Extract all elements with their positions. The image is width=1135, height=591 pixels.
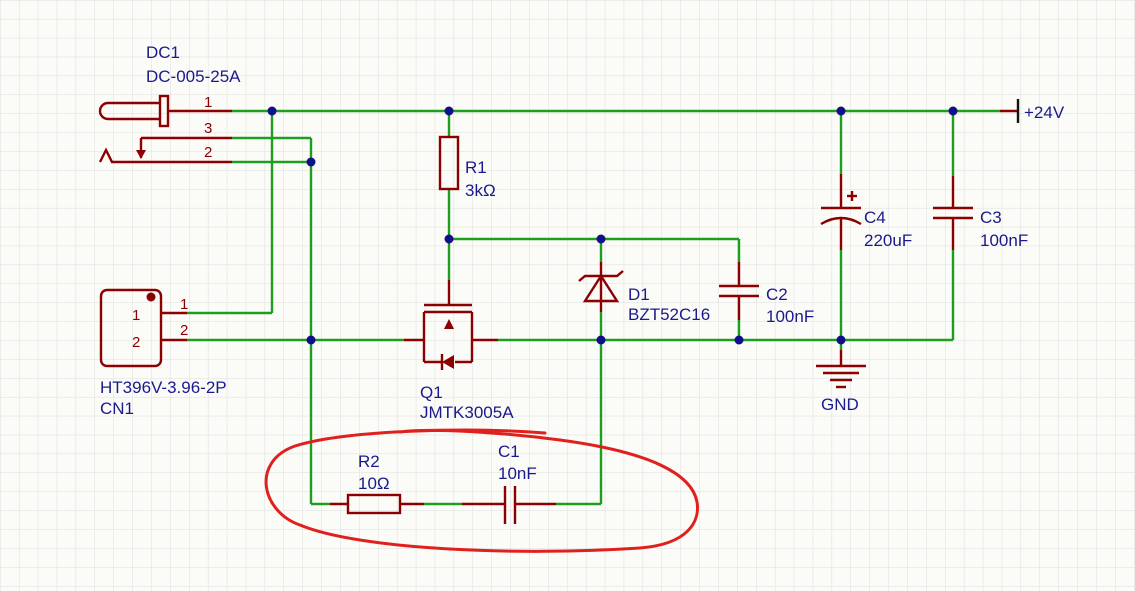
cn1-outer-pin-1: 1 (180, 296, 188, 313)
c2-ref: C2 (766, 285, 788, 304)
cn1-ref: CN1 (100, 399, 134, 418)
gnd-label: GND (821, 395, 859, 414)
c4-ref: C4 (864, 208, 886, 227)
c4-value: 220uF (864, 231, 912, 250)
c1-symbol (462, 486, 556, 524)
q1-symbol (404, 280, 498, 370)
gnd-symbol (816, 350, 866, 389)
r1-value: 3kΩ (465, 181, 496, 200)
c3-value: 100nF (980, 231, 1028, 250)
c3-ref: C3 (980, 208, 1002, 227)
c2-symbol (719, 262, 759, 320)
cn1-inner-pin-2: 2 (132, 334, 140, 351)
c4-symbol (820, 174, 862, 250)
r1-symbol (438, 135, 460, 191)
c2-value: 100nF (766, 307, 814, 326)
q1-value: JMTK3005A (420, 403, 514, 422)
dc1-ref: DC1 (146, 43, 180, 62)
r2-ref: R2 (358, 452, 380, 471)
d1-value: BZT52C16 (628, 305, 710, 324)
r2-value: 10Ω (358, 474, 390, 493)
power-label: +24V (1024, 103, 1065, 122)
c1-value: 10nF (498, 464, 537, 483)
d1-ref: D1 (628, 285, 650, 304)
c3-symbol (933, 176, 973, 250)
dc1-symbol (98, 94, 232, 164)
cn1-inner-pin-1: 1 (132, 307, 140, 324)
dc1-pin-3: 3 (204, 120, 212, 137)
c1-ref: C1 (498, 442, 520, 461)
q1-ref: Q1 (420, 383, 443, 402)
d1-symbol (578, 262, 624, 312)
dc1-pin-2: 2 (204, 144, 212, 161)
cn1-value: HT396V-3.96-2P (100, 378, 227, 397)
r1-ref: R1 (465, 158, 487, 177)
junctions (267, 106, 958, 345)
cn1-symbol (99, 288, 187, 368)
power-flag (1000, 99, 1020, 123)
cn1-outer-pin-2: 2 (180, 322, 188, 339)
dc1-pin-1: 1 (204, 94, 212, 111)
dc1-value: DC-005-25A (146, 67, 241, 86)
annotation-circle (264, 428, 699, 553)
